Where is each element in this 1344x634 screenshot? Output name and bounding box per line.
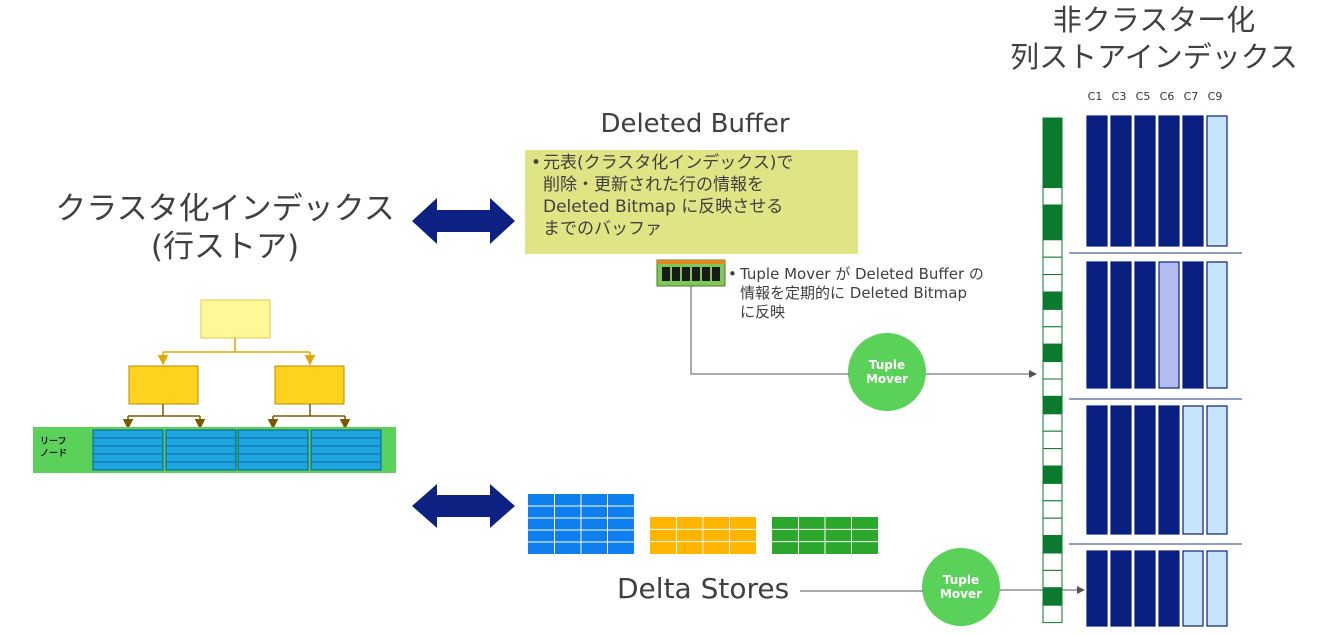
column-segment: [1182, 115, 1204, 247]
btree-diagram: [33, 299, 396, 473]
deleted-bitmap-cell: [1042, 500, 1063, 519]
deleted-bitmap-cell: [1042, 221, 1063, 241]
column-segment: [1086, 261, 1108, 389]
column-segment: [1086, 115, 1108, 247]
column-segment: [1134, 115, 1156, 247]
deleted-buffer-box: • 元表(クラスタ化インデックス)で 削除・更新された行の情報を Deleted…: [525, 150, 858, 254]
tuple-mover-circle-top: Tuple Mover: [848, 333, 926, 411]
deleted-bitmap-cell: [1042, 413, 1063, 432]
column-segment: [1110, 405, 1132, 535]
delta-stores-grids: [528, 494, 878, 554]
delta-store-grid: [650, 517, 756, 554]
column-segment: [1206, 550, 1228, 627]
deleted-bitmap-cell: [1042, 134, 1063, 154]
buffer-connector-line: [690, 286, 849, 375]
column-segment: [1086, 550, 1108, 627]
deleted-buffer-title: Deleted Buffer: [600, 109, 790, 139]
deleted-bitmap-cell: [1042, 395, 1063, 415]
deleted-bitmap-cell: [1042, 378, 1063, 397]
column-segment: [1110, 115, 1132, 247]
deleted-bitmap-cell: [1042, 256, 1063, 276]
deleted-bitmap-cell: [1042, 308, 1063, 328]
deleted-buffer-description: 元表(クラスタ化インデックス)で 削除・更新された行の情報を Deleted B…: [543, 153, 794, 239]
tuple-mover-note-text: Tuple Mover が Deleted Buffer の 情報を定期的に D…: [740, 265, 984, 321]
column-segment: [1134, 405, 1156, 535]
tuple-mover-circle-bottom: Tuple Mover: [922, 548, 1000, 626]
deleted-bitmap-cell: [1042, 604, 1063, 624]
column-segment: [1182, 550, 1204, 627]
deleted-bitmap-cell: [1042, 517, 1063, 537]
column-segment: [1158, 115, 1180, 247]
column-segment: [1134, 261, 1156, 389]
column-label: C1: [1087, 90, 1103, 103]
deleted-bitmap-cell: [1042, 117, 1063, 136]
btree-branch-node: [274, 365, 345, 405]
deleted-bitmap-cell: [1042, 291, 1063, 310]
clustered-index-title: クラスタ化インデックス (行ストア): [55, 191, 395, 265]
column-segment: [1158, 550, 1180, 627]
column-label: C5: [1135, 90, 1151, 103]
deleted-bitmap-cell: [1042, 569, 1063, 589]
deleted-bitmap-cell: [1042, 274, 1063, 293]
deleted-bitmap-cell: [1042, 326, 1063, 345]
deleted-bitmap-cell: [1042, 152, 1063, 171]
bullet-icon: •: [728, 265, 737, 283]
deleted-bitmap-cell: [1042, 587, 1063, 606]
bullet-icon: •: [531, 153, 542, 173]
delta-store-grid: [772, 517, 878, 554]
column-segment: [1086, 405, 1108, 535]
column-label: C6: [1159, 90, 1175, 103]
leaf-node-label: リーフ ノード: [40, 437, 68, 459]
deleted-bitmap-cell: [1042, 430, 1063, 450]
column-segment: [1206, 115, 1228, 247]
column-labels: C1 C3 C5 C6 C7 C9: [1086, 90, 1236, 104]
column-segment: [1158, 261, 1180, 389]
column-label: C3: [1111, 90, 1127, 103]
deleted-bitmap-cell: [1042, 343, 1063, 363]
double-arrow-bottom: [412, 484, 515, 528]
deleted-bitmap-cell: [1042, 204, 1063, 223]
deleted-bitmap-cell: [1042, 239, 1063, 258]
column-label: C7: [1183, 90, 1199, 103]
column-segment: [1110, 261, 1132, 389]
columnstore-rowgroups: [1069, 115, 1242, 627]
leaf-page: [92, 429, 164, 471]
btree-branch-node: [128, 365, 199, 405]
delta-store-grid: [528, 494, 634, 554]
deleted-bitmap-cell: [1042, 552, 1063, 571]
deleted-buffer-chip-icon: [656, 259, 726, 287]
deleted-bitmap-cell: [1042, 448, 1063, 467]
column-label: C9: [1207, 90, 1223, 103]
leaf-page: [237, 429, 309, 471]
column-segment: [1134, 550, 1156, 627]
tuple-mover-note: • Tuple Mover が Deleted Buffer の 情報を定期的に…: [728, 265, 1038, 322]
leaf-page: [310, 429, 382, 471]
deleted-bitmap-cell: [1042, 535, 1063, 554]
deleted-bitmap-cell: [1042, 169, 1063, 189]
double-arrow-top: [412, 198, 515, 244]
column-segment: [1158, 405, 1180, 535]
column-segment: [1206, 261, 1228, 389]
deleted-bitmap-cell: [1042, 187, 1063, 206]
ncci-title: 非クラスター化 列ストアインデックス: [1010, 3, 1298, 74]
btree-root-node: [200, 299, 271, 339]
column-segment: [1206, 405, 1228, 535]
delta-stores-label: Delta Stores: [617, 572, 790, 605]
deleted-bitmap-cell: [1042, 465, 1063, 484]
deleted-bitmap-cell: [1042, 482, 1063, 502]
column-segment: [1110, 550, 1132, 627]
column-segment: [1182, 405, 1204, 535]
leaf-page: [165, 429, 237, 471]
deleted-bitmap-cell: [1042, 361, 1063, 380]
column-segment: [1182, 261, 1204, 389]
deleted-bitmap-column: [1042, 117, 1063, 624]
